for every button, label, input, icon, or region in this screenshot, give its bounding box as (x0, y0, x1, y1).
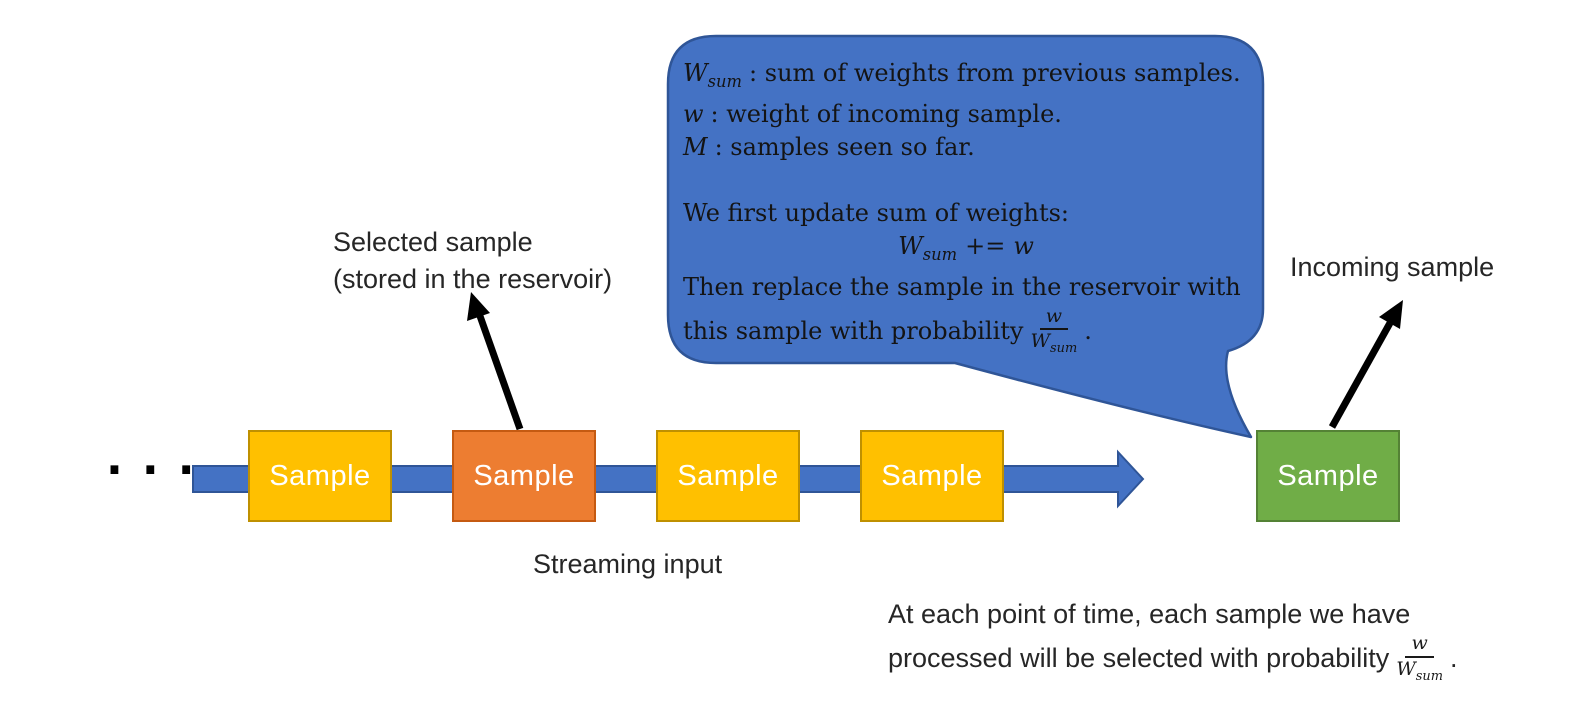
sample-box-previous-2: Sample (656, 430, 800, 522)
sample-box-incoming: Sample (1256, 430, 1400, 522)
selected-sample-arrow (467, 292, 524, 431)
incoming-sample-arrow (1328, 300, 1403, 429)
sample-box-label: Sample (1277, 459, 1379, 492)
sample-box-previous-3: Sample (860, 430, 1004, 522)
selected-sample-label-line1: Selected sample (333, 227, 533, 257)
speech-bubble-shape (666, 34, 1265, 439)
sample-box-previous-1: Sample (248, 430, 392, 522)
bubble-replace-line2: this sample with probability w Wsum . (683, 304, 1092, 357)
probability-fraction: w Wsum (1030, 304, 1078, 357)
probability-note-line1: At each point of time, each sample we ha… (888, 599, 1411, 629)
bubble-def-m: M: samples seen so far. (683, 132, 975, 161)
selected-sample-label: Selected sample (stored in the reservoir… (333, 224, 612, 298)
selected-sample-label-line2: (stored in the reservoir) (333, 264, 613, 294)
bubble-def-wsum: Wsum: sum of weights from previous sampl… (683, 59, 1241, 91)
probability-note: At each point of time, each sample we ha… (888, 596, 1458, 685)
bubble-blank-line (683, 164, 1249, 197)
bubble-update-intro: We first update sum of weights: (683, 198, 1069, 227)
sample-box-label: Sample (269, 459, 371, 492)
probability-fraction: w Wsum (1396, 632, 1443, 684)
sample-box-label: Sample (473, 459, 575, 492)
streaming-input-label: Streaming input (533, 549, 723, 579)
bubble-def-w: w: weight of incoming sample. (683, 99, 1062, 128)
stream-continues-ellipsis: ... (100, 430, 208, 486)
speech-bubble-text: Wsum: sum of weights from previous sampl… (683, 57, 1249, 357)
incoming-sample-label: Incoming sample (1290, 252, 1495, 282)
probability-note-line2: processed will be selected with probabil… (888, 632, 1458, 684)
sample-box-label: Sample (677, 459, 779, 492)
sample-box-selected: Sample (452, 430, 596, 522)
bubble-update-equation: Wsum+=w (898, 231, 1034, 264)
sample-box-label: Sample (881, 459, 983, 492)
bubble-replace-line1: Then replace the sample in the reservoir… (683, 272, 1241, 301)
